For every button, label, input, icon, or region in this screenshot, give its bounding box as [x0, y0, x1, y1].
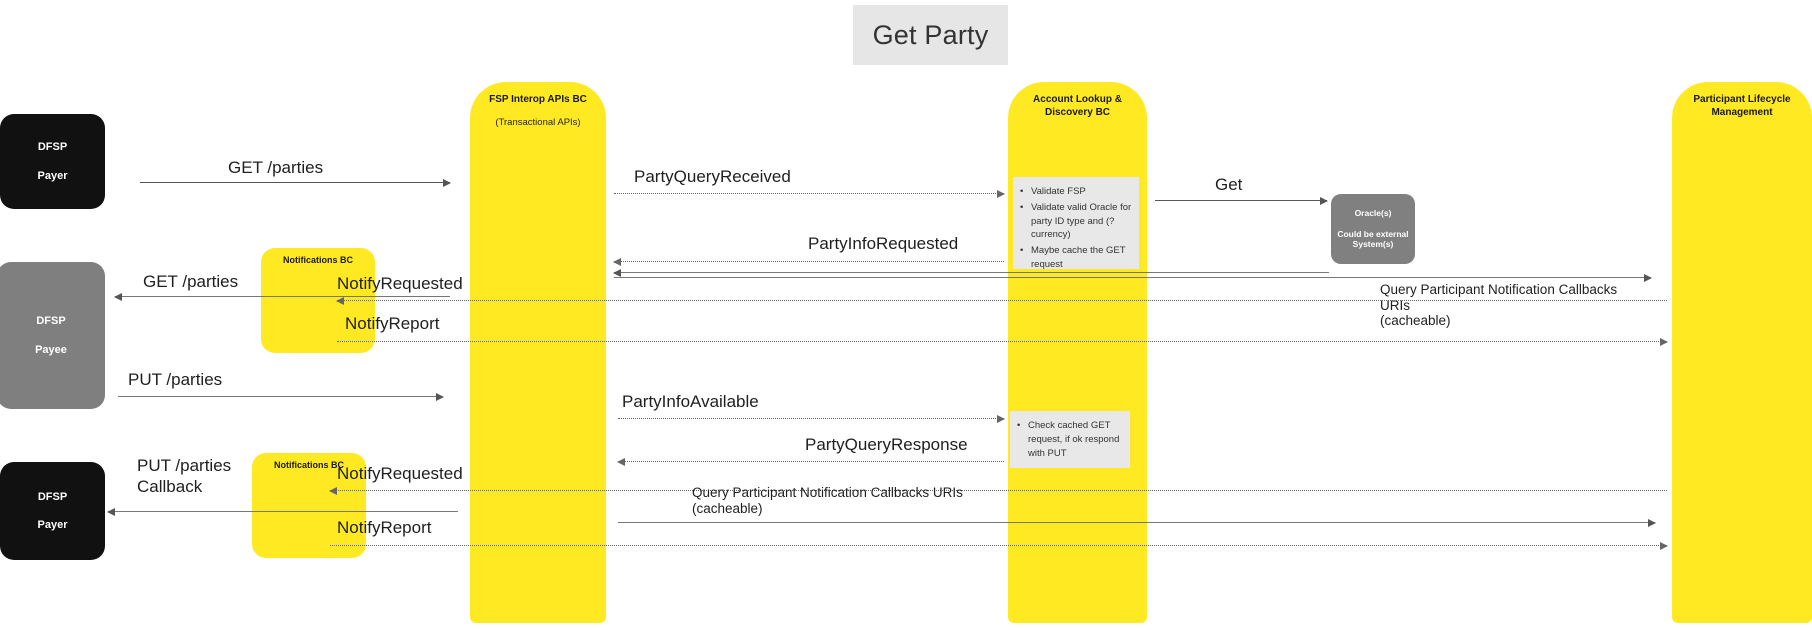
- lifeline-fsp-interop-title: FSP Interop APIs BC: [489, 94, 587, 105]
- arrow-head-left-icon: [114, 293, 122, 301]
- note-bullet: Check cached GET request, if ok respond …: [1017, 419, 1124, 460]
- arrow-notify-requested-bottom: [329, 487, 1667, 495]
- arrow-party-info-available: [618, 415, 1005, 423]
- actor-dfsp-payer-bottom-role: Payer: [37, 519, 68, 531]
- message-label-party-info-available: PartyInfoAvailable: [622, 392, 759, 411]
- lifeline-notifications-bc-bottom-title: Notifications BC: [273, 460, 344, 470]
- actor-dfsp-payer-bottom: DFSP Payer: [0, 462, 105, 560]
- message-label-query-callbacks-top: Query Participant Notification Callbacks…: [1380, 282, 1650, 329]
- query-callbacks-top-line2: (cacheable): [1380, 313, 1451, 329]
- actor-dfsp-payee: DFSP Payee: [0, 262, 105, 409]
- lifeline-participant-lifecycle-management: Participant Lifecycle Management: [1672, 82, 1812, 623]
- message-label-notify-requested-bottom: NotifyRequested: [337, 464, 463, 483]
- message-label-put-parties-payee: PUT /parties: [128, 370, 223, 389]
- note-bullet: Validate valid Oracle for party ID type …: [1020, 201, 1133, 242]
- note-check-cached-get: Check cached GET request, if ok respond …: [1010, 411, 1130, 468]
- arrow-head-left-icon: [613, 258, 621, 266]
- lifeline-notifications-bc-bottom: Notifications BC: [252, 453, 366, 558]
- lifeline-account-lookup-discovery-bc: Account Lookup & Discovery BC: [1008, 82, 1147, 623]
- message-label-notify-report-bottom: NotifyReport: [337, 518, 432, 537]
- actor-dfsp-payer-top-role: Payer: [37, 169, 68, 182]
- actor-oracle-note: Could be external System(s): [1337, 228, 1409, 250]
- arrow-query-callbacks-top: [614, 274, 1652, 282]
- arrow-oracle-response: [613, 269, 1329, 277]
- arrow-head-left-icon: [107, 508, 115, 516]
- arrow-head-left-icon: [617, 458, 625, 466]
- arrow-get-oracle: [1155, 197, 1328, 205]
- arrow-party-info-requested: [613, 258, 1004, 266]
- arrow-head-right-icon: [443, 179, 451, 187]
- message-label-notify-report-top: NotifyReport: [345, 314, 440, 333]
- arrow-head-right-icon: [1660, 338, 1668, 346]
- actor-dfsp-payer-top: DFSP Payer: [0, 114, 105, 209]
- lifeline-notifications-bc-top-title: Notifications BC: [282, 255, 353, 265]
- note-bullet: Validate FSP: [1020, 185, 1133, 199]
- query-callbacks-bottom-line1: Query Participant Notification Callbacks…: [692, 485, 963, 500]
- put-parties-callback-line1: PUT /parties: [137, 456, 232, 475]
- arrow-notify-report-bottom: [330, 542, 1668, 550]
- arrow-get-parties-payer: [140, 179, 451, 187]
- actor-oracle-name: Oracle(s): [1354, 208, 1392, 219]
- actor-dfsp-payer-top-name: DFSP: [37, 141, 68, 154]
- query-callbacks-bottom-line2: (cacheable): [692, 500, 763, 516]
- arrow-party-query-response: [617, 458, 1004, 466]
- message-label-put-parties-callback: PUT /parties Callback: [137, 455, 231, 498]
- message-label-notify-requested-top: NotifyRequested: [337, 274, 463, 293]
- message-label-get-parties-payee: GET /parties: [143, 272, 239, 291]
- arrow-head-left-icon: [329, 487, 337, 495]
- message-label-party-query-received: PartyQueryReceived: [634, 167, 791, 186]
- arrow-head-right-icon: [1648, 519, 1656, 527]
- message-label-query-callbacks-bottom: Query Participant Notification Callbacks…: [692, 485, 982, 516]
- actor-dfsp-payee-role: Payee: [35, 343, 67, 356]
- actor-dfsp-payer-bottom-name: DFSP: [37, 490, 68, 503]
- arrow-head-right-icon: [436, 393, 444, 401]
- arrow-head-left-icon: [613, 269, 621, 277]
- note-bullet: Maybe cache the GET request: [1020, 244, 1133, 272]
- actor-oracle: Oracle(s) Could be external System(s): [1331, 194, 1415, 264]
- page-title: Get Party: [853, 5, 1008, 65]
- put-parties-callback-line2: Callback: [137, 477, 203, 497]
- arrow-put-parties-callback: [107, 508, 458, 516]
- arrow-put-parties-payee: [118, 393, 444, 401]
- arrow-head-right-icon: [1320, 197, 1328, 205]
- arrow-notify-requested-top: [336, 297, 1667, 305]
- arrow-head-right-icon: [997, 415, 1005, 423]
- message-label-party-info-requested: PartyInfoRequested: [808, 234, 959, 253]
- arrow-query-callbacks-bottom: [618, 519, 1656, 527]
- arrow-get-parties-payee: [114, 293, 450, 301]
- message-label-get-parties-payer: GET /parties: [228, 158, 324, 177]
- lifeline-fsp-interop-subtitle: (Transactional APIs): [495, 116, 581, 128]
- arrow-head-right-icon: [1644, 274, 1652, 282]
- arrow-party-query-received: [614, 190, 1005, 198]
- lifeline-fsp-interop-apis-bc: FSP Interop APIs BC (Transactional APIs): [470, 82, 606, 623]
- message-label-party-query-response: PartyQueryResponse: [805, 435, 968, 454]
- arrow-notify-report-top: [337, 338, 1668, 346]
- actor-dfsp-payee-name: DFSP: [36, 315, 66, 328]
- lifeline-participant-lifecycle-title: Participant Lifecycle Management: [1693, 94, 1791, 118]
- arrow-head-right-icon: [997, 190, 1005, 198]
- note-validate-fsp: Validate FSP Validate valid Oracle for p…: [1013, 177, 1139, 272]
- arrow-head-right-icon: [1660, 542, 1668, 550]
- lifeline-account-lookup-title: Account Lookup & Discovery BC: [1033, 94, 1122, 118]
- query-callbacks-top-line1: Query Participant Notification Callbacks…: [1380, 282, 1618, 313]
- message-label-get-oracle: Get: [1215, 175, 1243, 194]
- arrow-head-left-icon: [336, 297, 344, 305]
